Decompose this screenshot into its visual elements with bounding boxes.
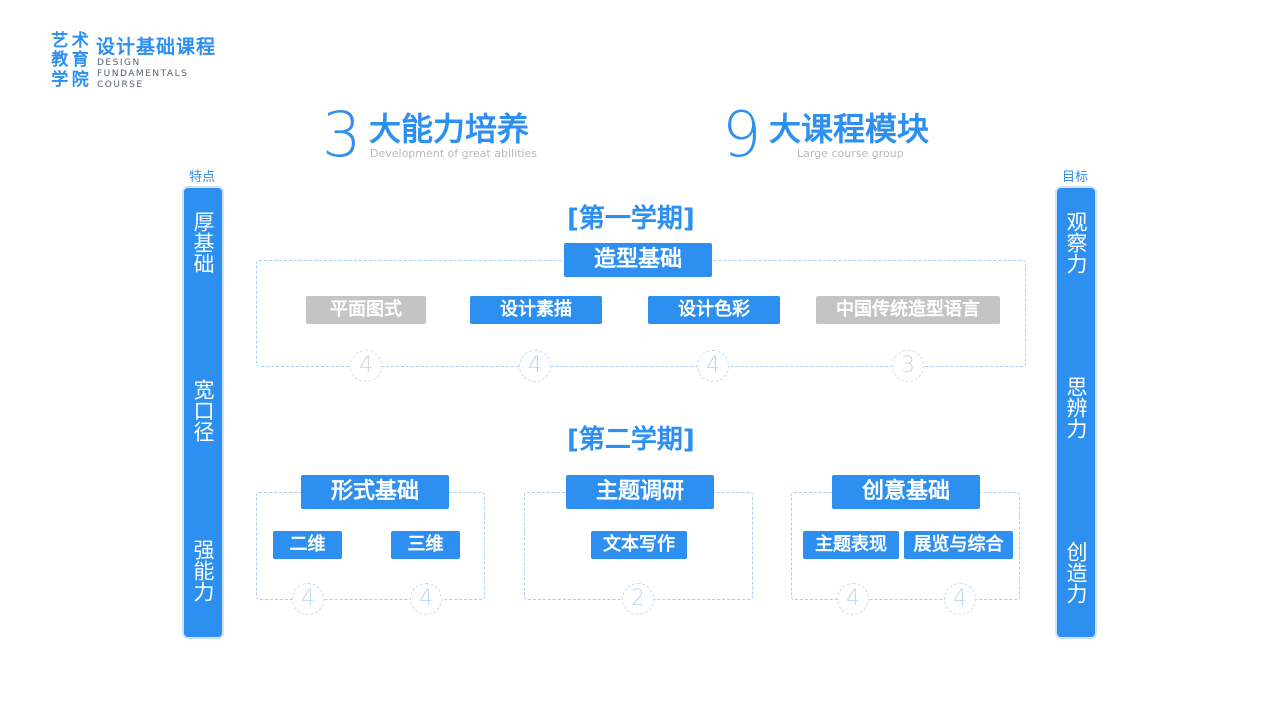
headline-right-title: 大课程模块 (769, 110, 930, 148)
semester2-title: [第二学期] (567, 425, 695, 455)
credit-circle: 4 (697, 350, 729, 382)
logo-en-line: DESIGN (97, 58, 141, 68)
logo-en-line: FUNDAMENTALS (97, 69, 189, 79)
logo-char: 院 (71, 70, 89, 91)
credit-circle: 2 (622, 583, 654, 615)
credit-circle: 4 (410, 583, 442, 615)
course-tag: 中国传统造型语言 (816, 296, 1000, 324)
course-tag: 主题表现 (803, 531, 899, 559)
logo-title: 设计基础课程 (96, 36, 217, 58)
credit-circle: 4 (944, 583, 976, 615)
semester2-group-title: 创意基础 (832, 475, 980, 509)
logo-char: 育 (71, 50, 89, 71)
semester1-group-title: 造型基础 (564, 243, 712, 277)
headline-right-number: 9 (722, 98, 762, 171)
left-bar-item: 强能力 (191, 539, 215, 602)
logo-en-line: COURSE (97, 80, 144, 90)
right-bar-item: 观察力 (1064, 211, 1088, 274)
logo-english: DESIGN FUNDAMENTALS COURSE (97, 58, 188, 91)
semester2-group-title: 主题调研 (566, 475, 714, 509)
logo-char: 艺 (51, 30, 69, 51)
logo-char: 学 (51, 70, 69, 91)
headline-left-subtitle: Development of great abilities (370, 147, 537, 160)
semester2-group-title: 形式基础 (301, 475, 449, 509)
credit-circle: 4 (837, 583, 869, 615)
course-tag: 展览与综合 (904, 531, 1013, 559)
left-bar-item: 厚基础 (191, 211, 215, 274)
right-goal-bar (1057, 188, 1095, 637)
logo-char: 术 (71, 30, 89, 51)
course-tag: 三维 (391, 531, 460, 559)
logo-mark: 艺 术 教 育 学 院 (50, 32, 90, 90)
left-bar-label: 特点 (189, 170, 216, 185)
headline-right-subtitle: Large course group (797, 147, 904, 160)
credit-circle: 4 (350, 350, 382, 382)
credit-circle: 3 (892, 350, 924, 382)
semester1-title: [第一学期] (567, 204, 695, 234)
course-tag: 设计色彩 (648, 296, 780, 324)
headline-left-number: 3 (322, 98, 362, 171)
headline-left-title: 大能力培养 (369, 110, 530, 148)
course-tag: 平面图式 (306, 296, 426, 324)
right-bar-label: 目标 (1062, 170, 1089, 185)
course-tag: 文本写作 (591, 531, 687, 559)
right-bar-item: 创造力 (1064, 541, 1088, 604)
credit-circle: 4 (292, 583, 324, 615)
course-tag: 二维 (273, 531, 342, 559)
left-feature-bar (184, 188, 222, 637)
course-tag: 设计素描 (470, 296, 602, 324)
credit-circle: 4 (519, 350, 551, 382)
left-bar-item: 宽口径 (191, 379, 215, 442)
right-bar-item: 思辨力 (1064, 376, 1088, 439)
logo-char: 教 (51, 50, 69, 71)
